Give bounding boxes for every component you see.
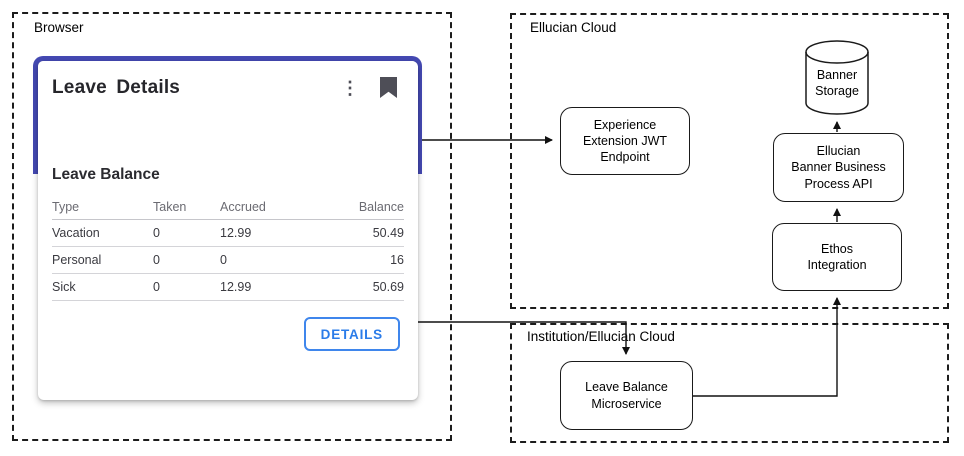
header-balance: Balance [358,199,404,214]
cylinder-label-line: Storage [815,84,859,98]
cell-taken: 0 [153,226,160,240]
node-label-line: Banner Business [791,160,886,175]
node-label-line: Experience [593,117,657,132]
node-leave-balance-microservice: Leave Balance Microservice [560,361,693,430]
node-ethos-integration: Ethos Integration [772,223,902,291]
node-label-line: Leave Balance [585,380,668,395]
header-type: Type [52,199,80,214]
cell-taken: 0 [153,253,160,267]
cell-taken: 0 [153,280,160,294]
node-label-line: Ellucian [816,144,861,159]
leave-balance-table: Type Taken Accrued Balance Vacation 0 12… [52,194,404,301]
cylinder-label-line: Banner [817,68,857,82]
node-label-line: Process API [804,176,873,191]
table-row: Sick 0 12.99 50.69 [52,274,404,301]
node-banner-business-process-api: Ellucian Banner Business Process API [773,133,904,202]
bookmark-icon[interactable] [380,77,397,98]
node-label-line: Endpoint [600,150,650,165]
kebab-menu-icon[interactable]: ⋮ [341,78,359,98]
table-header-row: Type Taken Accrued Balance [52,194,404,220]
node-label-line: Ethos [821,241,853,256]
header-accrued: Accrued [220,199,266,214]
cell-accrued: 12.99 [220,280,252,294]
node-label-line: Microservice [591,396,662,411]
card-accent-frame [33,56,422,174]
node-label-line: Extension JWT [582,133,668,148]
node-experience-jwt-endpoint: Experience Extension JWT Endpoint [560,107,690,175]
cell-balance: 50.69 [372,280,404,294]
details-button[interactable]: DETAILS [303,317,400,351]
card-title: Leave Details [52,77,181,98]
browser-region: Browser [12,12,452,441]
cell-balance: 16 [390,253,404,267]
header-taken: Taken [153,199,187,214]
institution-region-label: Institution/Ellucian Cloud [527,329,675,344]
table-row: Vacation 0 12.99 50.49 [52,220,404,247]
cell-type: Vacation [52,226,100,240]
cell-type: Personal [52,253,102,267]
leave-balance-section-title: Leave Balance [52,166,160,183]
table-row: Personal 0 0 16 [52,247,404,274]
leave-details-card: Leave Details ⋮ Leave Balance Type Taken… [38,61,418,400]
cell-balance: 50.49 [372,226,404,240]
cell-accrued: 0 [220,253,227,267]
cell-accrued: 12.99 [220,226,252,240]
ellucian-cloud-region-label: Ellucian Cloud [530,20,617,35]
cell-type: Sick [52,280,76,294]
node-label-line: Integration [807,258,867,272]
node-banner-storage-cylinder: Banner Storage [805,40,869,115]
browser-region-label: Browser [34,20,84,35]
